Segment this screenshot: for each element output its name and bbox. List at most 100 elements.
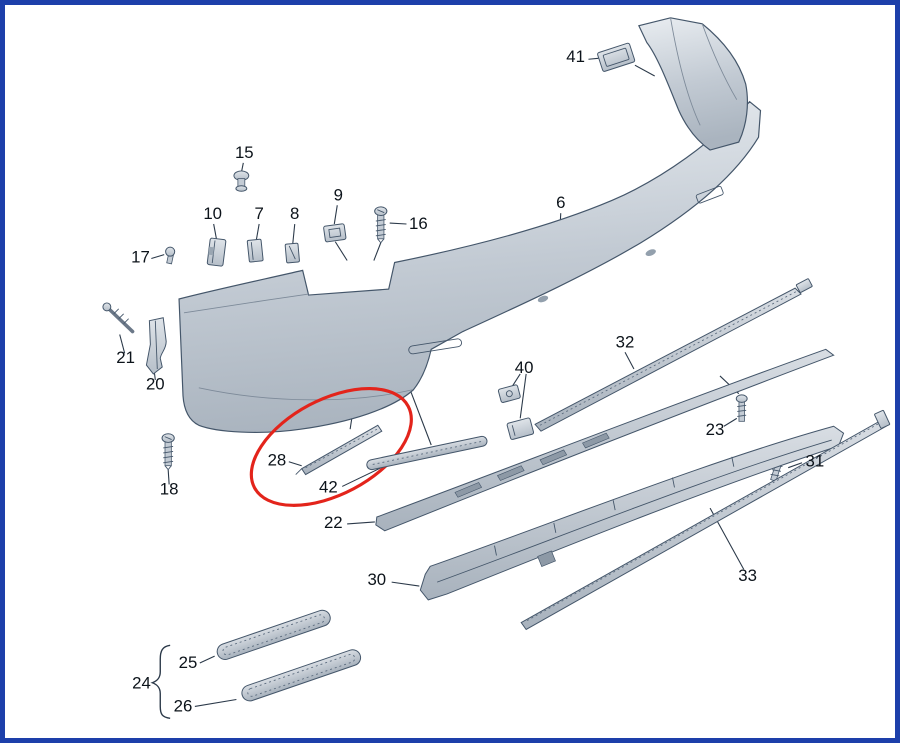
leader-22 [347, 521, 375, 525]
side-section-body [638, 17, 748, 151]
strip-28-hook [295, 468, 302, 475]
part-label-18[interactable]: 18 [160, 479, 179, 498]
part-label-23[interactable]: 23 [706, 420, 725, 439]
part-6-bumper-cover [178, 100, 762, 433]
screw-23-head [735, 394, 748, 403]
part-label-7[interactable]: 7 [254, 204, 263, 223]
part-label-9[interactable]: 9 [334, 185, 343, 204]
part-8-plate [284, 242, 300, 264]
part-label-10[interactable]: 10 [203, 204, 222, 223]
part-label-15[interactable]: 15 [235, 143, 254, 162]
pin-21-threads [113, 308, 129, 324]
part-30-diffuser [419, 425, 845, 601]
clip-40-upper [497, 384, 521, 403]
bracket-10-notch [208, 246, 215, 256]
part-21-pin [102, 302, 135, 334]
leader-10 [213, 223, 218, 240]
part-label-28[interactable]: 28 [268, 451, 287, 470]
part-label-42[interactable]: 42 [319, 477, 338, 496]
part-32-molding-strip [534, 278, 813, 432]
leader-8 [292, 223, 296, 244]
leader-25 [199, 655, 215, 664]
leader-23 [723, 417, 738, 427]
part-label-24[interactable]: 24 [132, 674, 151, 693]
screw-16-tip [377, 238, 385, 244]
part-40-clips [497, 384, 535, 440]
leader-32 [624, 352, 635, 370]
reflector-25-body [216, 609, 331, 660]
part-6-side-section [638, 17, 748, 151]
strip-28-body [300, 424, 383, 476]
part-label-20[interactable]: 20 [146, 375, 165, 394]
part-label-22[interactable]: 22 [324, 513, 343, 532]
clip-40-lower-line [511, 425, 516, 436]
part-22-trim-strip [375, 348, 835, 532]
screw-18-threads [163, 446, 174, 464]
clip-15-base [235, 185, 248, 192]
part-23-screw [735, 394, 748, 422]
bumper-slot [408, 338, 463, 355]
part-20-bracket [145, 317, 167, 375]
part-label-21[interactable]: 21 [116, 348, 135, 367]
part-label-6[interactable]: 6 [556, 193, 565, 212]
clip-40-upper-body [497, 384, 521, 403]
leader-40b [519, 373, 527, 419]
diffuser-body [419, 425, 845, 601]
part-10-bracket [206, 237, 227, 267]
strip-22-slots [454, 432, 610, 498]
part-25-reflector [216, 609, 331, 660]
strip-32-end-clip [795, 278, 813, 293]
leader-31 [788, 462, 803, 469]
screw-18-slot [164, 436, 172, 440]
part-label-8[interactable]: 8 [290, 204, 299, 223]
plate-7-line [250, 242, 254, 260]
part-17-rivet [165, 246, 176, 265]
leader-30 [391, 581, 420, 587]
bracket-20-line [154, 320, 158, 370]
exploded-diagram: 41 15 10 7 8 9 16 6 17 21 20 18 28 42 22… [102, 17, 891, 719]
license-light-slot [695, 185, 724, 204]
part-label-40[interactable]: 40 [515, 358, 534, 377]
part-label-16[interactable]: 16 [409, 214, 428, 233]
parking-sensor-hole-1 [537, 295, 549, 303]
clip-40-lower [506, 417, 535, 440]
leader-9 [333, 205, 338, 225]
group-24-brace [150, 644, 171, 719]
leader-41a [588, 57, 599, 60]
part-42-reflector-strip [366, 435, 488, 471]
leader-16 [389, 222, 407, 225]
part-label-32[interactable]: 32 [616, 332, 635, 351]
part-label-33[interactable]: 33 [738, 566, 757, 585]
parking-sensor-hole-2 [645, 249, 656, 257]
bumper-crease-bottom [198, 387, 413, 401]
leader-28 [288, 461, 302, 467]
strip-28-texture [305, 427, 380, 469]
part-label-31[interactable]: 31 [806, 452, 825, 471]
clip-40-lower-body [506, 417, 535, 440]
pin-21-shaft [106, 306, 135, 334]
part-9-clip [323, 223, 347, 243]
part-label-17[interactable]: 17 [131, 248, 150, 267]
leader-18 [167, 469, 170, 485]
bracket-plate-inner [602, 47, 630, 67]
part-label-25[interactable]: 25 [179, 653, 198, 672]
rivet-17-head [165, 246, 176, 257]
screw-16-threads [375, 219, 386, 237]
leader-21 [119, 334, 126, 354]
strip-33-texture [526, 422, 880, 621]
screw-23-threads [737, 404, 747, 417]
bracket-plate-body [597, 42, 636, 72]
diffuser-ribs [494, 456, 735, 556]
part-16-screw [374, 206, 388, 244]
strip-33-end-cap [874, 409, 891, 429]
screw-18-tip [164, 465, 172, 471]
leader-41b [634, 64, 655, 77]
part-15-clip [233, 170, 250, 192]
part-label-26[interactable]: 26 [174, 696, 193, 715]
pin-21-head [102, 302, 112, 312]
part-33-trim-strip [520, 409, 891, 631]
part-label-41[interactable]: 41 [566, 47, 585, 66]
diffuser-inner-line [436, 439, 832, 583]
part-label-30[interactable]: 30 [367, 570, 386, 589]
